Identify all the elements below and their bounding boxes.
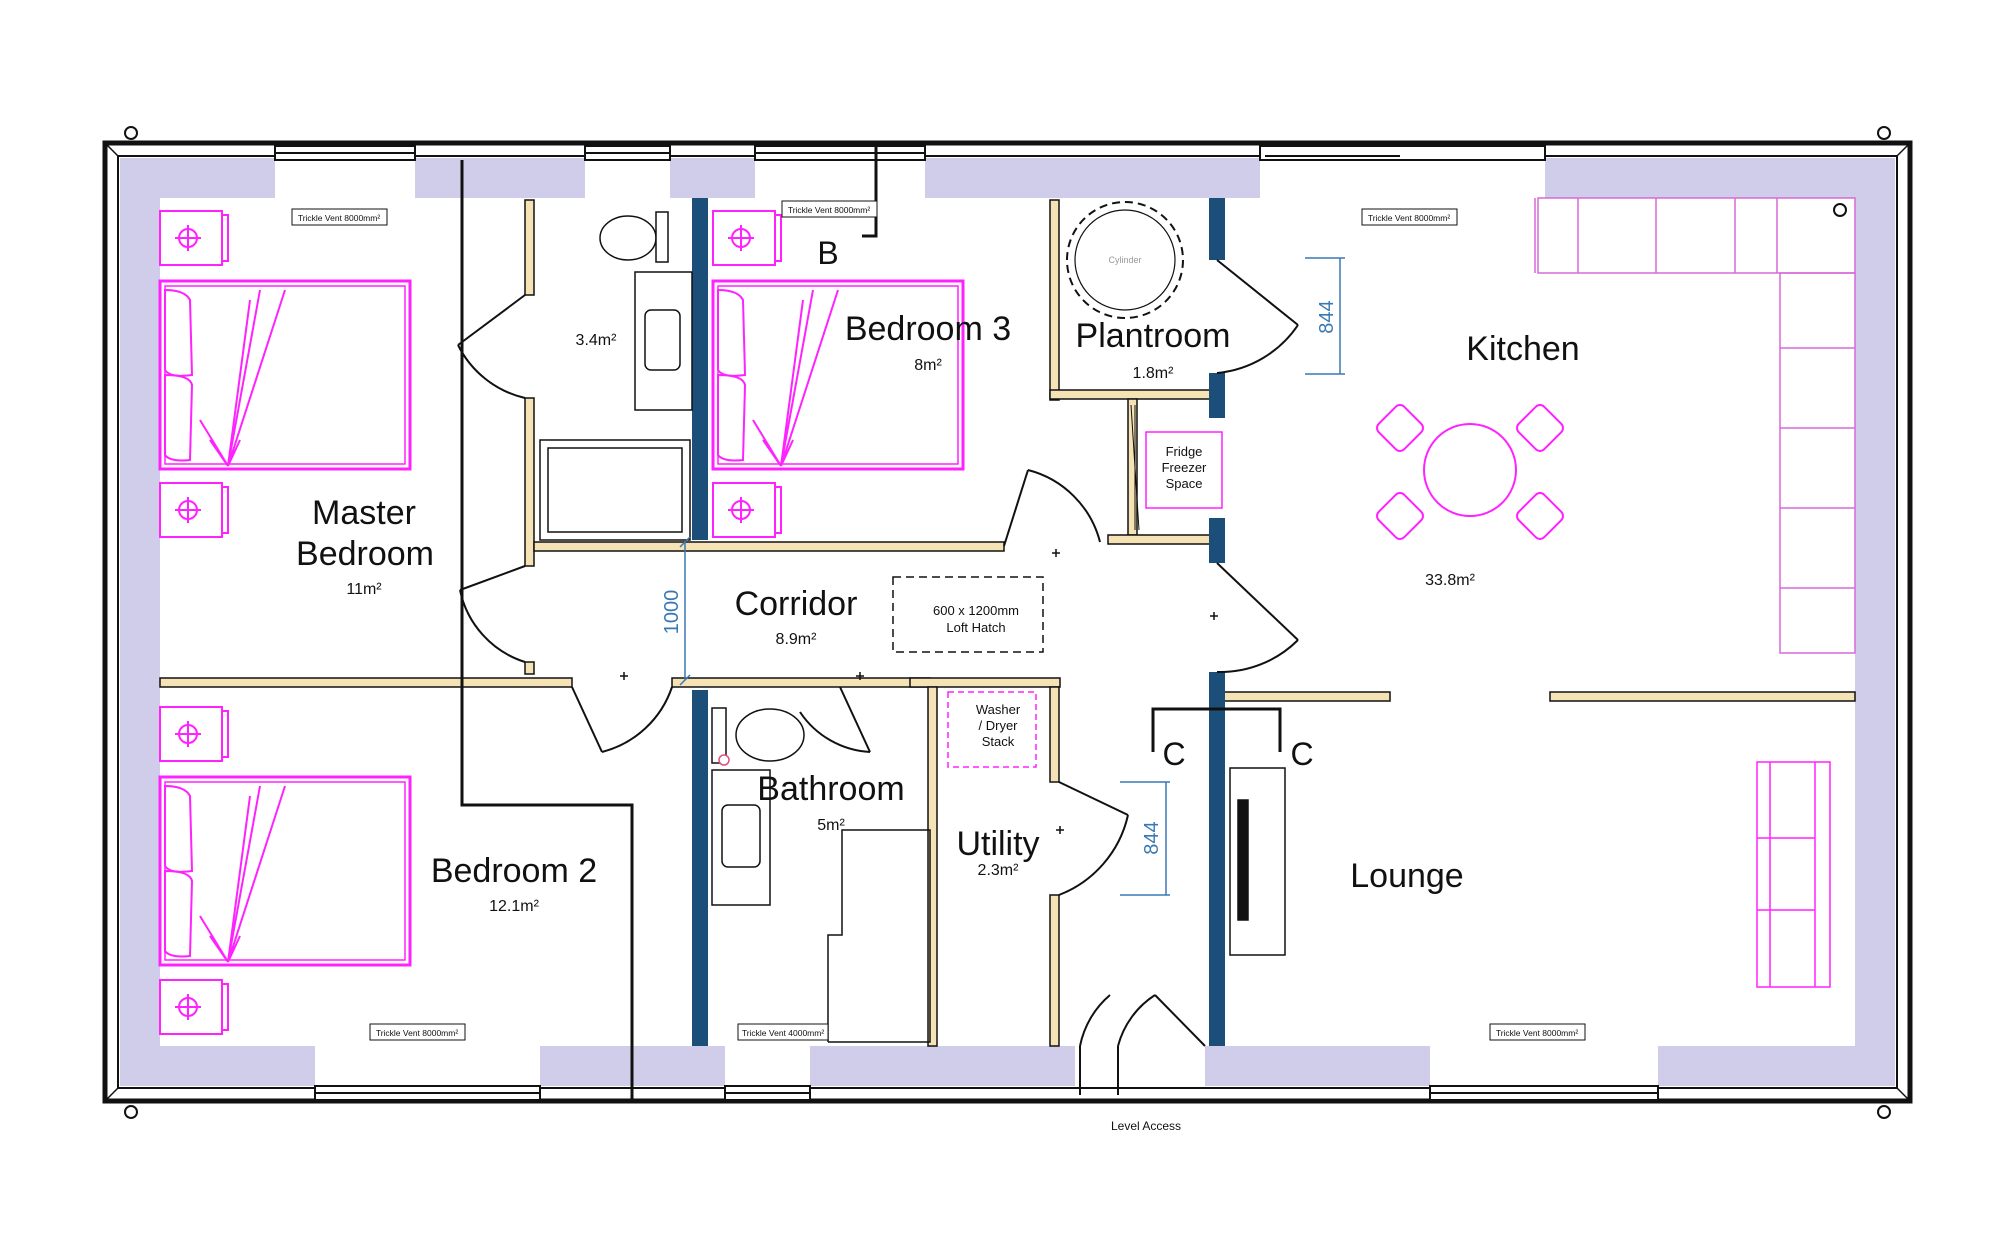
utility-area: 2.3m² bbox=[978, 862, 1020, 879]
section-marker-c-left: C bbox=[1162, 736, 1185, 772]
washer-line2: / Dryer bbox=[979, 718, 1019, 733]
plantroom-area: 1.8m² bbox=[1133, 365, 1175, 382]
dimension-lines bbox=[679, 257, 1345, 896]
bathroom-fixtures bbox=[711, 707, 931, 1043]
dimension-labels: 844 1000 844 bbox=[661, 300, 1338, 854]
trickle-vent-kitchen: Trickle Vent 8000mm² bbox=[1368, 213, 1451, 223]
section-marker-c-right: C bbox=[1290, 736, 1313, 772]
sliding-door bbox=[1259, 145, 1546, 161]
washer-line3: Stack bbox=[982, 734, 1015, 749]
windows bbox=[274, 145, 1659, 1101]
cylinder-label: Cylinder bbox=[1108, 255, 1141, 265]
fridge-line1: Fridge bbox=[1166, 444, 1203, 459]
trickle-vent-bedroom2: Trickle Vent 8000mm² bbox=[376, 1028, 459, 1038]
lounge-name: Lounge bbox=[1350, 857, 1463, 895]
tv-unit bbox=[1229, 767, 1286, 956]
kitchen-name: Kitchen bbox=[1466, 330, 1579, 368]
bedroom3-name: Bedroom 3 bbox=[845, 310, 1011, 348]
fridge-freezer-space bbox=[1145, 431, 1223, 509]
bedroom2-area: 12.1m² bbox=[489, 898, 539, 915]
bedroom3-bed bbox=[711, 279, 965, 471]
dining-table bbox=[1376, 404, 1564, 540]
master-bedroom-area: 11m² bbox=[346, 581, 382, 598]
master-bed bbox=[158, 279, 412, 471]
master-bedroom-name-line2: Bedroom bbox=[296, 535, 434, 573]
ceiling-lights bbox=[620, 549, 1218, 834]
plant-door-dimension: 844 bbox=[1316, 300, 1338, 333]
trickle-vent-bedroom3: Trickle Vent 8000mm² bbox=[788, 205, 871, 215]
loft-hatch-line1: 600 x 1200mm bbox=[933, 603, 1019, 618]
trickle-vent-boxes bbox=[291, 200, 1586, 1041]
section-markers: B C C bbox=[817, 235, 1313, 772]
structural-walls bbox=[692, 198, 1225, 1046]
wall-insulation bbox=[120, 158, 1895, 1086]
section-lines bbox=[460, 143, 1282, 1100]
ensuite-area: 3.4m² bbox=[576, 332, 618, 349]
external-walls bbox=[102, 140, 1913, 1104]
fridge-line3: Space bbox=[1166, 476, 1203, 491]
bedroom3-area: 8m² bbox=[914, 357, 942, 374]
corridor-area: 8.9m² bbox=[776, 631, 818, 648]
bathroom-area: 5m² bbox=[817, 817, 845, 834]
doors bbox=[457, 259, 1299, 1095]
loft-hatch bbox=[892, 576, 1044, 653]
plant-shaft bbox=[1130, 404, 1140, 531]
kitchen-units bbox=[1534, 197, 1856, 654]
fridge-line2: Freezer bbox=[1162, 460, 1207, 475]
washer-dryer bbox=[947, 691, 1037, 768]
trickle-vent-lounge: Trickle Vent 8000mm² bbox=[1496, 1028, 1579, 1038]
bedroom2-name: Bedroom 2 bbox=[431, 852, 597, 890]
annotation-labels: 600 x 1200mm Loft Hatch Fridge Freezer S… bbox=[298, 205, 1579, 1133]
section-marker-b: B bbox=[817, 235, 838, 271]
sofa bbox=[1756, 761, 1831, 988]
plantroom-name: Plantroom bbox=[1076, 317, 1231, 355]
corridor-width-dimension: 1000 bbox=[661, 590, 683, 635]
corridor-name: Corridor bbox=[735, 585, 858, 623]
bathroom-name: Bathroom bbox=[757, 770, 904, 808]
corner-markers bbox=[124, 126, 1891, 1119]
internal-walls bbox=[159, 199, 1856, 1047]
bedroom2-bed bbox=[158, 775, 412, 967]
master-bedroom-name-line1: Master bbox=[312, 494, 416, 532]
ensuite-fixtures bbox=[539, 211, 693, 541]
utility-name: Utility bbox=[956, 825, 1039, 863]
kitchen-area: 33.8m² bbox=[1425, 572, 1475, 589]
washer-line1: Washer bbox=[976, 702, 1021, 717]
trickle-vent-master: Trickle Vent 8000mm² bbox=[298, 213, 381, 223]
loft-hatch-line2: Loft Hatch bbox=[946, 620, 1005, 635]
cylinder bbox=[1066, 201, 1184, 319]
bedside-tables bbox=[159, 210, 782, 1035]
level-access-label: Level Access bbox=[1111, 1119, 1181, 1133]
trickle-vent-bathroom: Trickle Vent 4000mm² bbox=[742, 1028, 825, 1038]
utility-door-dimension: 844 bbox=[1141, 821, 1163, 854]
room-labels: Master Bedroom 11m² 3.4m² Bedroom 3 8m² … bbox=[296, 310, 1580, 915]
